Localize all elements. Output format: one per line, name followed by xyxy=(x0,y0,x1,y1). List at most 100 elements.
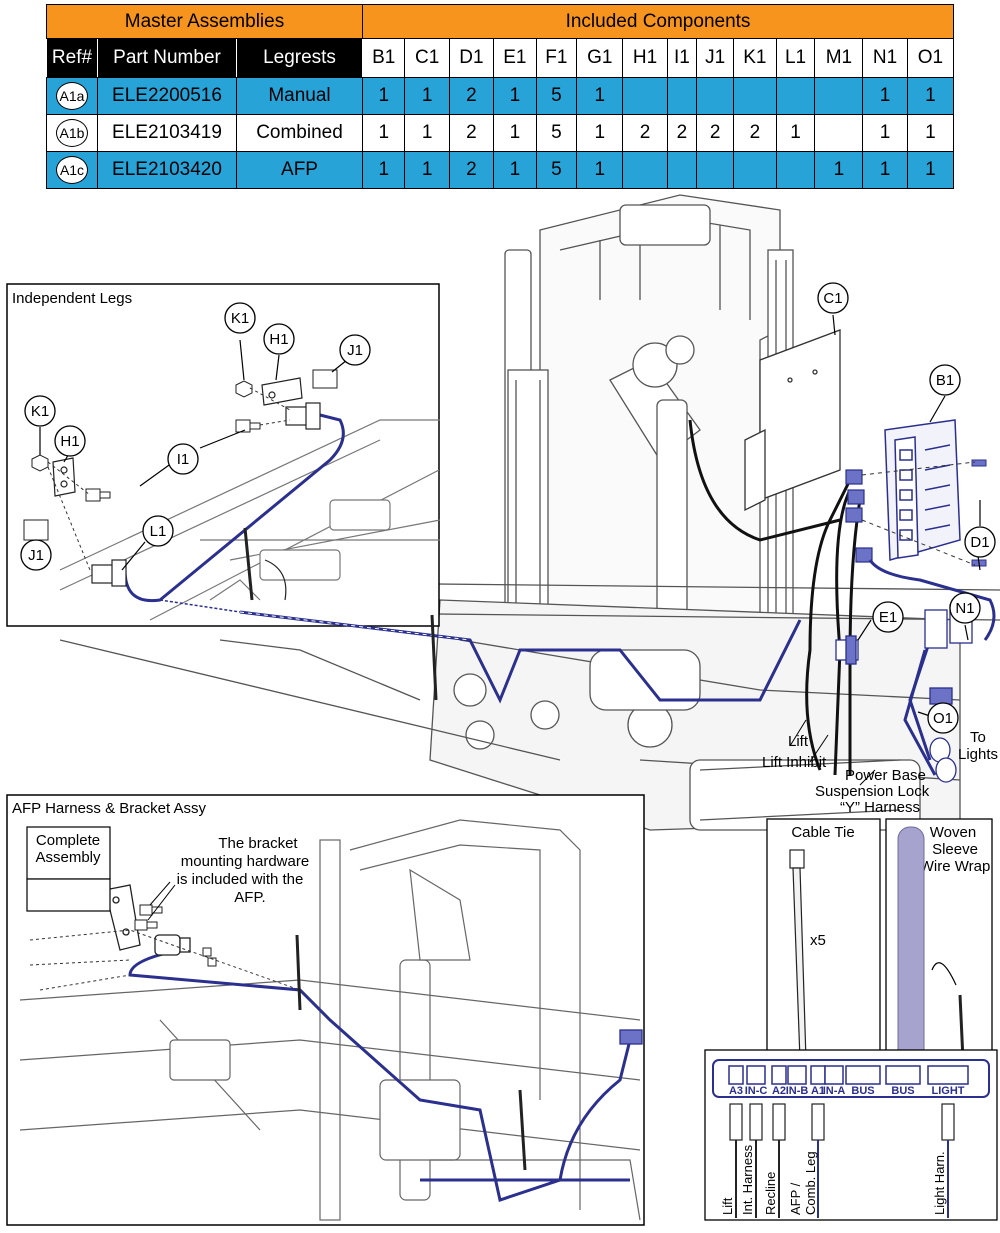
qty-cell-i1 xyxy=(666,77,698,115)
qty-cell-j1 xyxy=(696,151,735,189)
port-socket-in-a xyxy=(824,1065,844,1085)
screw-i1-left xyxy=(85,488,111,502)
port-plug-int-harness xyxy=(749,1103,763,1141)
callout-label-h1: H1 xyxy=(60,433,79,450)
master-assemblies-header: Master Assemblies xyxy=(46,4,363,39)
ref-badge: A1c xyxy=(56,156,88,184)
cable-tie-afp xyxy=(295,934,302,1011)
component-header-d1: D1 xyxy=(448,38,495,78)
port-plug-recline xyxy=(772,1103,786,1141)
qty-cell-f1: 5 xyxy=(535,151,578,189)
component-header-n1: N1 xyxy=(862,38,908,78)
legrests-cell: AFP xyxy=(236,151,363,189)
bracket-h1-right xyxy=(261,377,303,406)
port-label-a3: A3 xyxy=(729,1085,743,1097)
connector-set-b1 xyxy=(845,469,873,563)
cable-tie-afp-2 xyxy=(518,1089,527,1171)
port-label-in-c: IN-C xyxy=(745,1085,768,1097)
complete-assembly-line1: Complete xyxy=(36,832,100,849)
port-socket-a3 xyxy=(728,1065,744,1085)
qty-cell-l1: 1 xyxy=(775,114,816,152)
nut-k1-right xyxy=(235,380,253,398)
qty-cell-k1: 2 xyxy=(733,114,777,152)
legrests-column-header: Legrests xyxy=(236,38,363,78)
switch-connector-l1 xyxy=(91,559,127,587)
component-header-c1: C1 xyxy=(404,38,450,78)
callout-label-k1: K1 xyxy=(31,403,49,420)
qty-cell-d1: 2 xyxy=(448,114,495,152)
component-header-f1: F1 xyxy=(535,38,578,78)
port-plug-light xyxy=(941,1103,955,1141)
callout-label-j1: J1 xyxy=(28,547,44,564)
lights-label: Lights xyxy=(958,746,998,763)
callout-circle-j1 xyxy=(339,334,371,366)
module-cable-label: Lift xyxy=(720,1197,735,1215)
component-header-h1: H1 xyxy=(622,38,668,78)
port-label-a2: A2 xyxy=(772,1085,786,1097)
port-label-light: LIGHT xyxy=(932,1085,965,1097)
qty-cell-i1 xyxy=(666,151,698,189)
port-label-in-b: IN-B xyxy=(786,1085,809,1097)
component-header-e1: E1 xyxy=(493,38,537,78)
leg-harness-cable xyxy=(123,413,345,603)
afp-harness-cable xyxy=(128,948,632,1202)
component-header-b1: B1 xyxy=(361,38,406,78)
bracket-note-2: mounting hardware xyxy=(181,853,309,870)
port-socket-in-b xyxy=(787,1065,807,1085)
port-socket-a2 xyxy=(771,1065,787,1085)
components-table: Master Assemblies Included Components Re… xyxy=(46,4,955,189)
callout-label-i1: I1 xyxy=(177,451,190,468)
main-harness-cable xyxy=(239,610,802,704)
callout-circle-k1 xyxy=(24,395,56,427)
callout-label-d1: D1 xyxy=(970,534,989,551)
component-header-i1: I1 xyxy=(666,38,698,78)
legrests-cell: Combined xyxy=(236,114,363,152)
qty-cell-i1: 2 xyxy=(666,114,698,152)
callout-label-l1: L1 xyxy=(150,523,167,540)
qty-cell-f1: 5 xyxy=(535,77,578,115)
lift-inhibit-label: Lift Inhibit xyxy=(762,754,827,771)
callout-circle-h1 xyxy=(54,425,86,457)
woven-line-2: Sleeve xyxy=(932,841,978,858)
component-header-k1: K1 xyxy=(733,38,777,78)
power-chair-frame xyxy=(59,194,1000,831)
module-cable-label: Comb. Leg xyxy=(803,1151,818,1215)
qty-cell-l1 xyxy=(775,151,816,189)
qty-cell-c1: 1 xyxy=(404,151,450,189)
component-header-j1: J1 xyxy=(696,38,735,78)
part-number-cell: ELE2103420 xyxy=(97,151,237,189)
to-label: To xyxy=(970,729,986,746)
callout-circle-d1 xyxy=(964,526,996,558)
part-number-cell: ELE2103419 xyxy=(97,114,237,152)
ref-badge: A1a xyxy=(56,82,88,110)
component-header-g1: G1 xyxy=(576,38,624,78)
power-base-label-1: Power Base xyxy=(845,767,926,784)
callout-label-e1: E1 xyxy=(879,609,897,626)
port-socket-a1 xyxy=(810,1065,826,1085)
plate-j1-right xyxy=(312,369,338,389)
qty-cell-o1: 1 xyxy=(906,151,955,189)
qty-cell-l1 xyxy=(775,77,816,115)
cable-tie-leg xyxy=(243,527,254,601)
component-header-o1: O1 xyxy=(906,38,955,78)
woven-line-3: Wire Wrap xyxy=(920,858,991,875)
callout-circle-l1 xyxy=(142,515,174,547)
afp-bracket xyxy=(104,884,191,956)
port-label-in-a: IN-A xyxy=(823,1085,846,1097)
module-cable-label: Light Harn. xyxy=(932,1151,947,1215)
qty-cell-b1: 1 xyxy=(361,77,406,115)
callout-circle-i1 xyxy=(167,443,199,475)
afp-hardware xyxy=(134,904,217,967)
qty-cell-j1 xyxy=(696,77,735,115)
callout-circle-c1 xyxy=(817,282,849,314)
afp-connector xyxy=(619,1029,643,1045)
callout-label-c1: C1 xyxy=(823,290,842,307)
afp-harness-title: AFP Harness & Bracket Assy xyxy=(12,800,206,817)
qty-cell-c1: 1 xyxy=(404,114,450,152)
port-socket-in-c xyxy=(746,1065,766,1085)
qty-cell-g1: 1 xyxy=(576,77,624,115)
